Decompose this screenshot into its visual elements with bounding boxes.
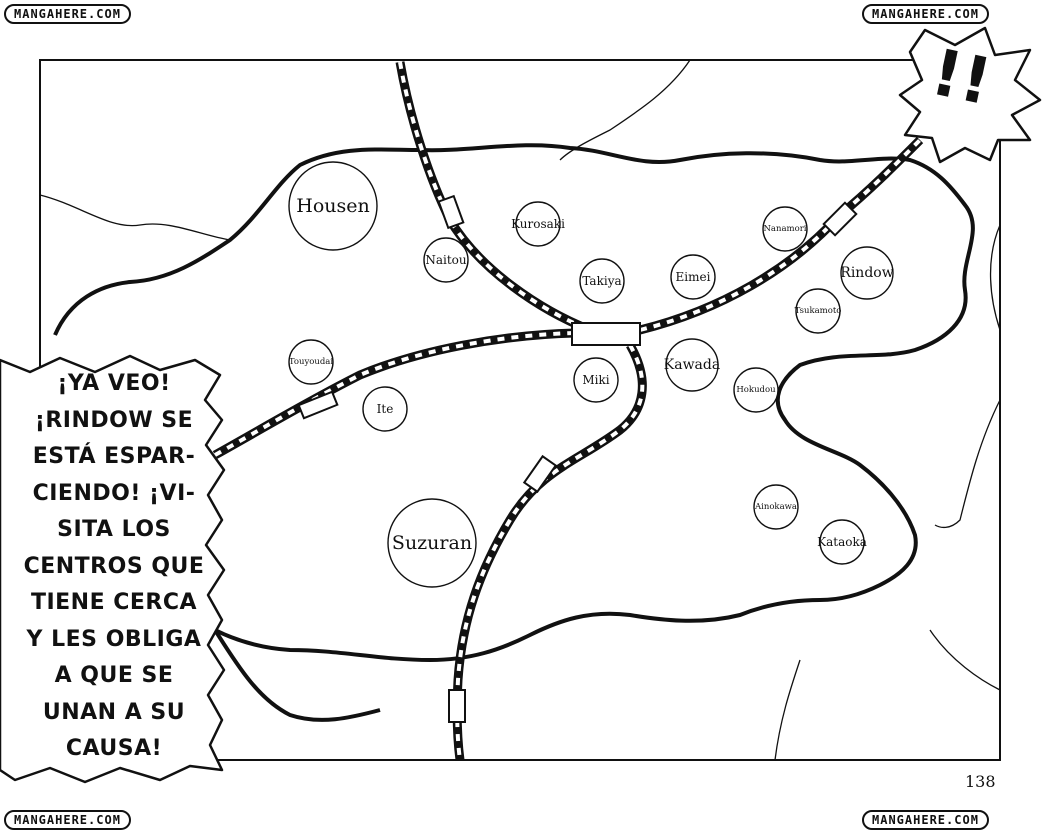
school-label: Suzuran — [392, 532, 472, 554]
school-circle — [819, 519, 865, 565]
school-label: Kawada — [664, 357, 720, 373]
speech-line: CIENDO! ¡VI- — [32, 480, 196, 506]
speech-bubble — [0, 354, 226, 784]
school-label: Kataoka — [817, 535, 867, 549]
speech-line: TIENE CERCA — [30, 590, 198, 615]
school-label: Takiya — [582, 274, 621, 288]
speech-line: CAUSA! — [65, 736, 163, 761]
school-circle — [665, 338, 719, 392]
school-label: Eimei — [676, 270, 711, 284]
speech-line: UNAN A SU — [42, 699, 186, 725]
territory-outline-south — [213, 628, 381, 722]
school-label: Tsukamoto — [795, 306, 842, 316]
school-circle — [515, 201, 561, 247]
central-station — [571, 322, 641, 346]
school-circle — [387, 498, 477, 588]
stations — [297, 194, 858, 723]
school-label: Nanamori — [763, 224, 806, 234]
speech-line: ¡YA VEO! — [57, 371, 171, 396]
school-label: Kurosaki — [511, 217, 565, 231]
school-circle — [288, 161, 378, 251]
speech-line: A QUE SE — [54, 663, 174, 688]
school-label: Hokudou — [736, 385, 776, 395]
school-circle — [670, 254, 716, 300]
speech-line: ESTÁ ESPAR- — [32, 444, 196, 469]
school-circle — [362, 386, 408, 432]
school-label: Ainokawa — [754, 502, 797, 512]
school-circle — [795, 288, 841, 334]
school-circle — [579, 258, 625, 304]
school-circle — [753, 484, 799, 530]
speech-line: SITA LOS — [57, 517, 171, 542]
exclamation-burst — [898, 26, 1042, 164]
territory-outline — [53, 143, 975, 662]
school-circle — [423, 237, 469, 283]
speech-line: CENTROS QUE — [23, 553, 205, 579]
school-circle — [733, 367, 779, 413]
school-label: Naitou — [425, 253, 467, 267]
school-label: Rindow — [840, 265, 893, 281]
speech-bubble-text: ¡YA VEO! ¡RINDOW SE ESTÁ ESPAR- CIENDO! … — [0, 366, 228, 768]
watermark-top-left: MANGAHERE.COM — [4, 4, 131, 24]
watermark-top-right: MANGAHERE.COM — [862, 4, 989, 24]
speech-line: Y LES OBLIGA — [26, 626, 202, 652]
speech-line: ¡RINDOW SE — [34, 407, 194, 433]
school-circle — [573, 357, 619, 403]
school-circle — [762, 206, 808, 252]
school-label: Touyoudai — [289, 357, 334, 367]
school-label: Housen — [296, 195, 369, 217]
watermark-bottom-left: MANGAHERE.COM — [4, 810, 131, 830]
school-circle — [288, 339, 334, 385]
school-circle — [840, 246, 894, 300]
watermark-bottom-right: MANGAHERE.COM — [862, 810, 989, 830]
page-number: 138 — [965, 772, 996, 791]
school-label: Miki — [582, 373, 609, 387]
school-label: Ite — [377, 402, 394, 416]
